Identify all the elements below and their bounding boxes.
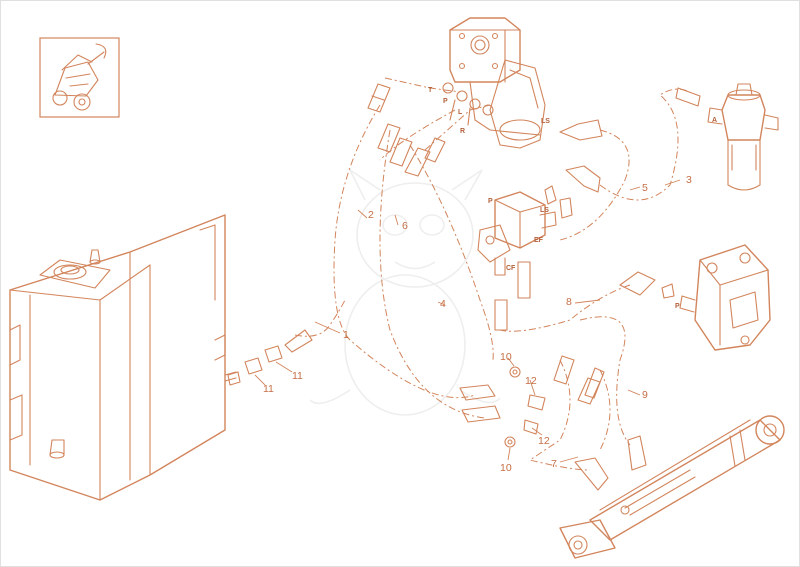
watermark-mascot xyxy=(309,167,501,416)
port-cf: CF xyxy=(506,265,516,272)
callout-8: 8 xyxy=(566,296,572,308)
callout-10-lower: 10 xyxy=(500,462,512,474)
callout-1: 1 xyxy=(343,329,349,341)
hoses xyxy=(294,77,691,471)
callout-10-upper: 10 xyxy=(500,351,512,363)
callout-7: 7 xyxy=(551,458,557,470)
control-valve xyxy=(477,191,557,276)
callout-labels: 1 2 3 4 5 6 7 8 9 10 10 11 11 12 12 xyxy=(263,174,692,474)
callout-5: 5 xyxy=(642,182,648,194)
port-ls-valve: LS xyxy=(540,207,549,214)
callout-11-left: 11 xyxy=(263,383,274,395)
overview-thumbnail xyxy=(39,37,120,118)
oil-filter xyxy=(707,83,779,191)
port-ls-top: LS xyxy=(541,118,550,125)
port-p-top: P xyxy=(443,98,448,105)
port-labels: T P L R LS A P LS EF CF P xyxy=(428,87,717,310)
callout-6: 6 xyxy=(402,220,408,232)
steering-cylinder xyxy=(559,415,785,559)
port-r: R xyxy=(460,128,465,135)
callout-12-lower: 12 xyxy=(538,435,550,447)
port-ef: EF xyxy=(534,237,544,244)
callout-2: 2 xyxy=(368,209,374,221)
leader-lines xyxy=(254,179,681,463)
hose-fittings xyxy=(227,83,701,491)
hydraulic-tank xyxy=(9,214,237,501)
callout-4: 4 xyxy=(440,298,446,310)
steering-unit xyxy=(442,17,546,149)
port-a: A xyxy=(712,117,717,124)
callout-11-right: 11 xyxy=(292,370,303,382)
port-l: L xyxy=(458,109,463,116)
callout-12-upper: 12 xyxy=(525,375,537,387)
port-t: T xyxy=(428,87,433,94)
callout-3: 3 xyxy=(686,174,692,186)
callout-9: 9 xyxy=(642,389,648,401)
hydraulic-pump xyxy=(679,244,771,351)
port-p-valve: P xyxy=(488,198,493,205)
port-p-pump: P xyxy=(675,303,680,310)
